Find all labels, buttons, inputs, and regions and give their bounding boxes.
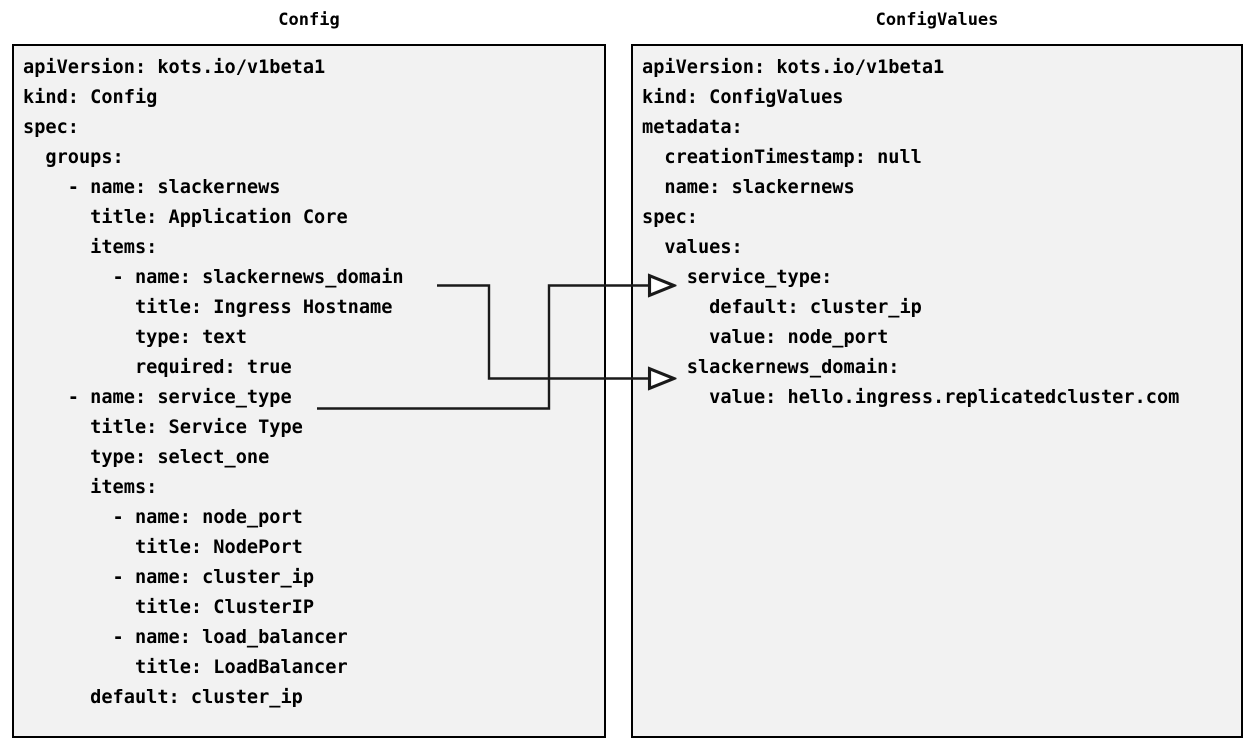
config-panel-title: Config: [278, 10, 340, 30]
configvalues-panel-title: ConfigValues: [875, 10, 999, 30]
config-panel: apiVersion: kots.io/v1beta1 kind: Config…: [12, 44, 606, 738]
configvalues-yaml-code: apiVersion: kots.io/v1beta1 kind: Config…: [642, 57, 1180, 408]
config-yaml-code: apiVersion: kots.io/v1beta1 kind: Config…: [23, 57, 404, 708]
configvalues-panel: apiVersion: kots.io/v1beta1 kind: Config…: [631, 44, 1243, 738]
